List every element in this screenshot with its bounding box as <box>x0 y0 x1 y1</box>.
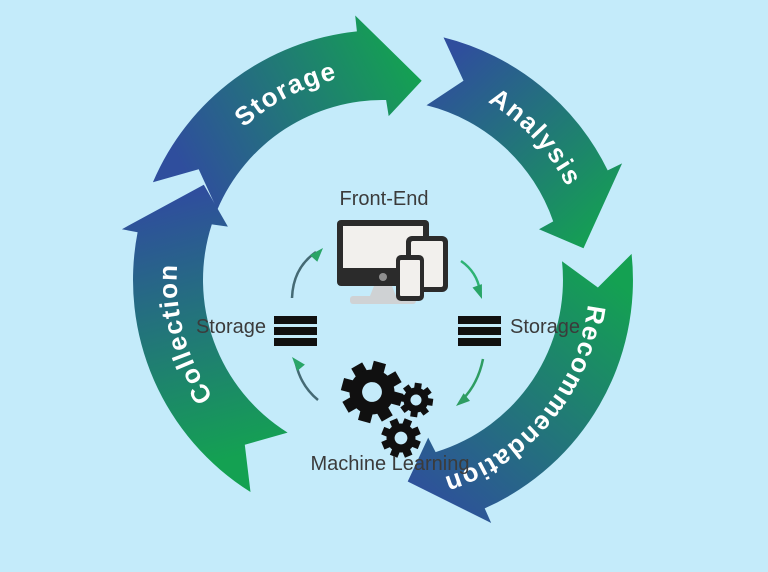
front-end-node: Front-End <box>337 188 448 304</box>
gear-small-icon <box>396 380 436 420</box>
storage-stack-icon <box>274 316 317 346</box>
inner-cycle-arrows <box>290 248 485 406</box>
connector-arrow-ml-to-storageleft <box>292 357 319 401</box>
machine-learning-label: Machine Learning <box>311 453 470 475</box>
front-end-label: Front-End <box>340 188 429 210</box>
phone-icon <box>396 255 424 301</box>
storage-right-label: Storage <box>510 316 580 338</box>
arc-arrow-analysis <box>426 37 623 249</box>
arc-arrow-recommendation <box>407 253 633 523</box>
connector-arrow-storageleft-to-frontend <box>290 248 323 299</box>
devices-icon <box>337 220 448 304</box>
connector-arrow-frontend-to-storageright <box>460 259 482 299</box>
storage-left-label: Storage <box>196 316 266 338</box>
connector-arrow-storageright-to-ml <box>456 358 485 406</box>
arc-arrow-collection <box>121 184 288 492</box>
storage-right-node: Storage <box>458 316 580 346</box>
storage-left-node: Storage <box>196 316 317 346</box>
gear-large-icon <box>334 354 410 430</box>
arc-arrow-storage <box>152 15 422 210</box>
gears-icon <box>334 354 436 464</box>
machine-learning-node: Machine Learning <box>311 354 470 475</box>
storage-stack-icon <box>458 316 501 346</box>
